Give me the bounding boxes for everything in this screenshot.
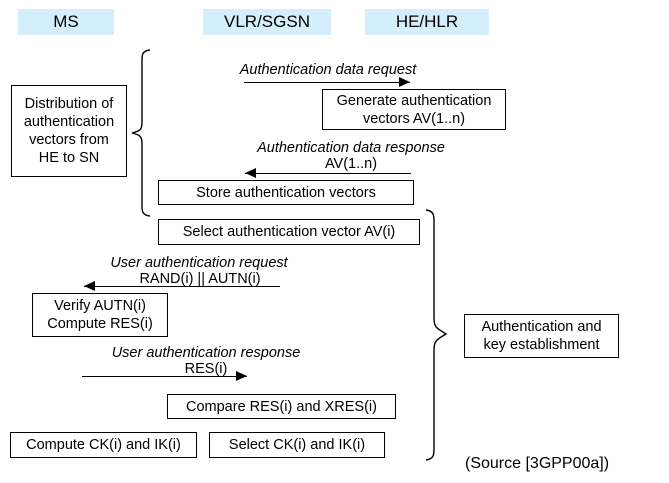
message-payload-auth-data-response: AV(1..n)	[324, 156, 378, 172]
lifeline-header-he-hlr: HE/HLR	[365, 9, 489, 35]
message-label-user-auth-request: User authentication request	[110, 255, 288, 271]
action-box-compare-res: Compare RES(i) and XRES(i)	[167, 394, 396, 419]
action-box-compute-ck-ik-text: Compute CK(i) and IK(i)	[26, 437, 181, 453]
message-arrow-auth-data-request	[244, 76, 410, 87]
arrow-shaft	[84, 285, 280, 287]
arrow-head	[399, 76, 410, 87]
message-arrow-user-auth-response	[82, 370, 247, 381]
message-label-auth-data-request: Authentication data request	[239, 62, 417, 78]
action-box-select-av-text: Select authentication vector AV(i)	[182, 224, 396, 240]
lifeline-header-vlr-sgsn: VLR/SGSN	[203, 9, 331, 35]
action-box-store-av-text: Store authentication vectors	[196, 184, 376, 201]
message-label-auth-data-response: Authentication data response	[257, 140, 445, 156]
action-box-select-av: Select authentication vector AV(i)	[158, 219, 420, 245]
action-box-store-av: Store authentication vectors	[158, 180, 414, 205]
lifeline-header-ms: MS	[18, 9, 114, 35]
phase-brace-distribution	[130, 48, 152, 218]
action-box-verify-autn: Verify AUTN(i)Compute RES(i)	[32, 293, 168, 337]
message-payload-user-auth-response: RES(i)	[184, 361, 228, 377]
action-box-compute-ck-ik: Compute CK(i) and IK(i)	[10, 432, 197, 458]
lifeline-header-ms-label: MS	[53, 12, 79, 31]
action-box-compare-res-text: Compare RES(i) and XRES(i)	[186, 398, 377, 415]
arrow-shaft	[245, 172, 411, 174]
phase-brace-auth-key-establishment	[424, 208, 450, 462]
message-label-user-auth-response: User authentication response	[111, 345, 301, 361]
message-arrow-user-auth-request	[84, 280, 280, 291]
message-payload-user-auth-request: RAND(i) || AUTN(i)	[139, 271, 261, 287]
arrow-shaft	[244, 81, 410, 83]
arrow-head	[236, 370, 247, 381]
action-box-verify-autn-text: Verify AUTN(i)Compute RES(i)	[47, 298, 153, 332]
source-caption: (Source [3GPP00a])	[465, 455, 610, 472]
lifeline-header-vlr-sgsn-label: VLR/SGSN	[224, 12, 310, 31]
arrow-head	[84, 280, 95, 291]
action-box-select-ck-ik: Select CK(i) and IK(i)	[209, 432, 385, 458]
lifeline-header-he-hlr-label: HE/HLR	[395, 12, 459, 31]
message-arrow-auth-data-response	[245, 167, 411, 178]
action-box-select-ck-ik-text: Select CK(i) and IK(i)	[228, 437, 366, 453]
arrow-head	[245, 167, 256, 178]
arrow-shaft	[82, 375, 247, 377]
